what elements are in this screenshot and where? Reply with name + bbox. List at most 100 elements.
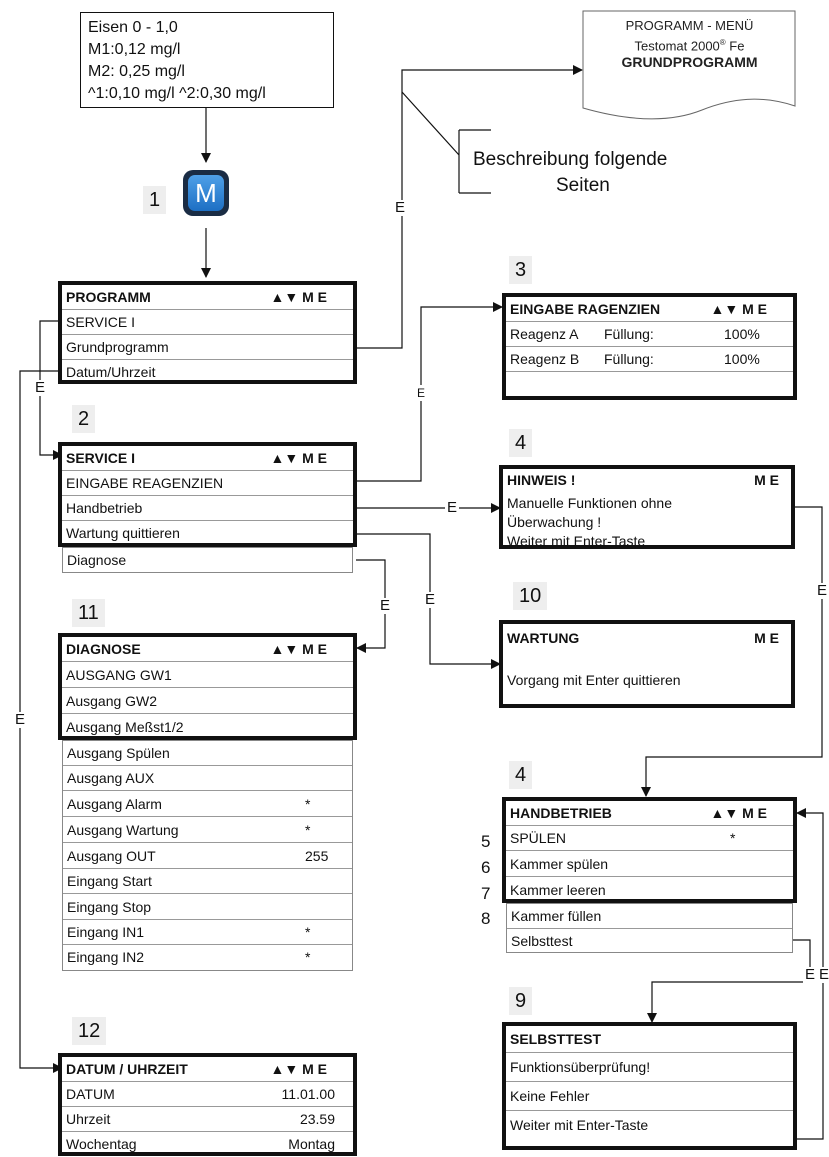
edge-label-e: E bbox=[445, 499, 460, 516]
wartung-text: Vorgang mit Enter quittieren bbox=[507, 672, 681, 688]
edge-label-e: E bbox=[815, 582, 829, 599]
handbetrieb-extra-item[interactable]: Selbsttest bbox=[511, 933, 573, 949]
diagnose-extra-item[interactable]: Ausgang Spülen bbox=[63, 741, 352, 766]
selbsttest-line: Weiter mit Enter-Taste bbox=[510, 1117, 649, 1133]
menu-note: PROGRAMM - MENÜ Testomat 2000® Fe GRUNDP… bbox=[582, 17, 797, 71]
handbetrieb-item[interactable]: SPÜLEN* bbox=[506, 826, 793, 851]
m-button[interactable]: M bbox=[183, 170, 229, 216]
edge-label-e: E bbox=[415, 385, 428, 401]
edge-label-e: E bbox=[803, 966, 818, 983]
step-number-12: 12 bbox=[72, 1017, 107, 1045]
hinweis-line-1: Manuelle Funktionen ohne bbox=[507, 495, 673, 511]
handbetrieb-title: HANDBETRIEB▲▼ M E bbox=[506, 801, 793, 826]
nav-arrows: ▲▼ M E bbox=[270, 450, 328, 466]
nav-arrows: ▲▼ M E bbox=[710, 301, 768, 317]
hinweis-line-3: Weiter mit Enter-Taste bbox=[507, 533, 646, 549]
reagenz-row[interactable]: Reagenz A Füllung: 100% bbox=[506, 322, 793, 347]
step-number-4b: 4 bbox=[509, 761, 533, 789]
edge-label-e: E bbox=[817, 967, 829, 983]
nav-arrows: ▲▼ M E bbox=[270, 641, 328, 657]
diagnose-item[interactable]: Ausgang Meßst1/2 bbox=[66, 719, 184, 735]
description-text: Beschreibung folgende Seiten bbox=[473, 149, 668, 196]
menu-note-subtitle: GRUNDPROGRAMM bbox=[621, 54, 758, 71]
diagnose-extra-item[interactable]: Ausgang AUX bbox=[63, 766, 352, 791]
wire-hinweis-to-handbetrieb bbox=[641, 506, 823, 797]
diagnose-extra-item[interactable]: Eingang Start bbox=[63, 869, 352, 894]
edge-label-e: E bbox=[423, 591, 438, 608]
menu-note-title: PROGRAMM - MENÜ bbox=[625, 18, 754, 33]
service-title: SERVICE I▲▼ M E bbox=[62, 446, 353, 471]
diagnose-extra-item[interactable]: Eingang IN2* bbox=[67, 949, 311, 965]
step-number-2: 2 bbox=[72, 405, 96, 433]
handbetrieb-screen: HANDBETRIEB▲▼ M E SPÜLEN* Kammer spülen … bbox=[502, 797, 797, 903]
diagnose-item[interactable]: AUSGANG GW1 bbox=[62, 663, 353, 688]
hinweis-line-2: Überwachung ! bbox=[507, 514, 602, 530]
info-line-2: M1:0,12 mg/l bbox=[88, 41, 181, 58]
selbsttest-line: Funktionsüberprüfung! bbox=[506, 1053, 793, 1082]
wire-desc-bracket bbox=[401, 91, 491, 194]
diagnose-extra-item[interactable]: Eingang IN1* bbox=[63, 920, 352, 945]
m-button-face: M bbox=[188, 175, 224, 211]
info-line-1: Eisen 0 - 1,0 bbox=[88, 19, 178, 36]
step-number-10: 10 bbox=[513, 582, 548, 610]
handbetrieb-item[interactable]: Kammer spülen bbox=[506, 852, 793, 877]
programm-screen: PROGRAMM▲▼ M E SERVICE I Grundprogramm D… bbox=[58, 281, 357, 384]
step-number-5: 5 bbox=[481, 832, 491, 851]
step-number-4: 4 bbox=[509, 429, 533, 457]
menu-item-datum-uhrzeit[interactable]: Datum/Uhrzeit bbox=[66, 364, 156, 380]
menu-item-handbetrieb[interactable]: Handbetrieb bbox=[62, 496, 353, 521]
info-box: Eisen 0 - 1,0 M1:0,12 mg/l M2: 0,25 mg/l… bbox=[80, 12, 334, 108]
step-number-11: 11 bbox=[72, 599, 105, 627]
menu-item-diagnose[interactable]: Diagnose bbox=[67, 552, 127, 568]
step-number-9: 9 bbox=[509, 987, 533, 1015]
handbetrieb-item[interactable]: Kammer leeren bbox=[510, 882, 606, 898]
hinweis-title: HINWEIS !M E bbox=[503, 469, 791, 491]
step-number-3: 3 bbox=[509, 256, 533, 284]
menu-item-service[interactable]: SERVICE I bbox=[62, 310, 353, 335]
menu-item-wartung-quittieren[interactable]: Wartung quittieren bbox=[66, 525, 180, 541]
diagnose-item[interactable]: Ausgang GW2 bbox=[62, 689, 353, 714]
step-number-1: 1 bbox=[143, 186, 167, 214]
selbsttest-screen: SELBSTTEST Funktionsüberprüfung! Keine F… bbox=[502, 1022, 797, 1150]
info-line-4: ^1:0,10 mg/l ^2:0,30 mg/l bbox=[88, 85, 266, 102]
datum-title: DATUM / UHRZEIT▲▼ M E bbox=[62, 1057, 353, 1082]
step-number-6: 6 bbox=[481, 858, 491, 877]
reagenz-row[interactable]: Reagenz B Füllung: 100% bbox=[506, 347, 793, 372]
handbetrieb-extra-item[interactable]: Kammer füllen bbox=[507, 904, 792, 929]
edge-label-e: E bbox=[33, 379, 48, 396]
edge-label-e: E bbox=[393, 199, 408, 216]
service-screen: SERVICE I▲▼ M E EINGABE REAGENZIEN Handb… bbox=[58, 442, 357, 547]
edge-label-e: E bbox=[378, 597, 393, 614]
service-extra: Diagnose bbox=[62, 547, 353, 573]
diagnose-extra-item[interactable]: Eingang Stop bbox=[63, 895, 352, 920]
nav-arrows: ▲▼ M E bbox=[270, 1061, 328, 1077]
edge-label-e: E bbox=[13, 711, 28, 728]
step-number-8: 8 bbox=[481, 909, 491, 928]
hinweis-screen: HINWEIS !M E Manuelle Funktionen ohne Üb… bbox=[499, 465, 795, 549]
menu-note-product: Testomat 2000® Fe bbox=[634, 38, 745, 54]
programm-title: PROGRAMM▲▼ M E bbox=[62, 285, 353, 310]
selbsttest-line: Keine Fehler bbox=[506, 1082, 793, 1111]
eingabe-screen: EINGABE RAGENZIEN▲▼ M E Reagenz A Füllun… bbox=[502, 293, 797, 400]
info-line-3: M2: 0,25 mg/l bbox=[88, 63, 185, 80]
diagnose-screen: DIAGNOSE▲▼ M E AUSGANG GW1 Ausgang GW2 A… bbox=[58, 633, 357, 740]
wire-service-to-eingabe bbox=[356, 302, 503, 482]
menu-item-grundprogramm[interactable]: Grundprogramm bbox=[62, 335, 353, 360]
diagnose-extra-item[interactable]: Ausgang Alarm* bbox=[63, 792, 352, 817]
diagnose-extra-item[interactable]: Ausgang Wartung* bbox=[63, 818, 352, 843]
menu-note-shape bbox=[582, 10, 796, 120]
menu-item-eingabe-reagenzien[interactable]: EINGABE REAGENZIEN bbox=[62, 471, 353, 496]
step-number-7: 7 bbox=[481, 884, 491, 903]
nav-me: M E bbox=[754, 472, 779, 488]
diagnose-extra: Ausgang Spülen Ausgang AUX Ausgang Alarm… bbox=[62, 740, 353, 971]
selbsttest-title: SELBSTTEST bbox=[506, 1026, 793, 1053]
nav-me: M E bbox=[754, 630, 779, 646]
diagnose-title: DIAGNOSE▲▼ M E bbox=[62, 637, 353, 662]
nav-arrows: ▲▼ M E bbox=[270, 289, 328, 305]
